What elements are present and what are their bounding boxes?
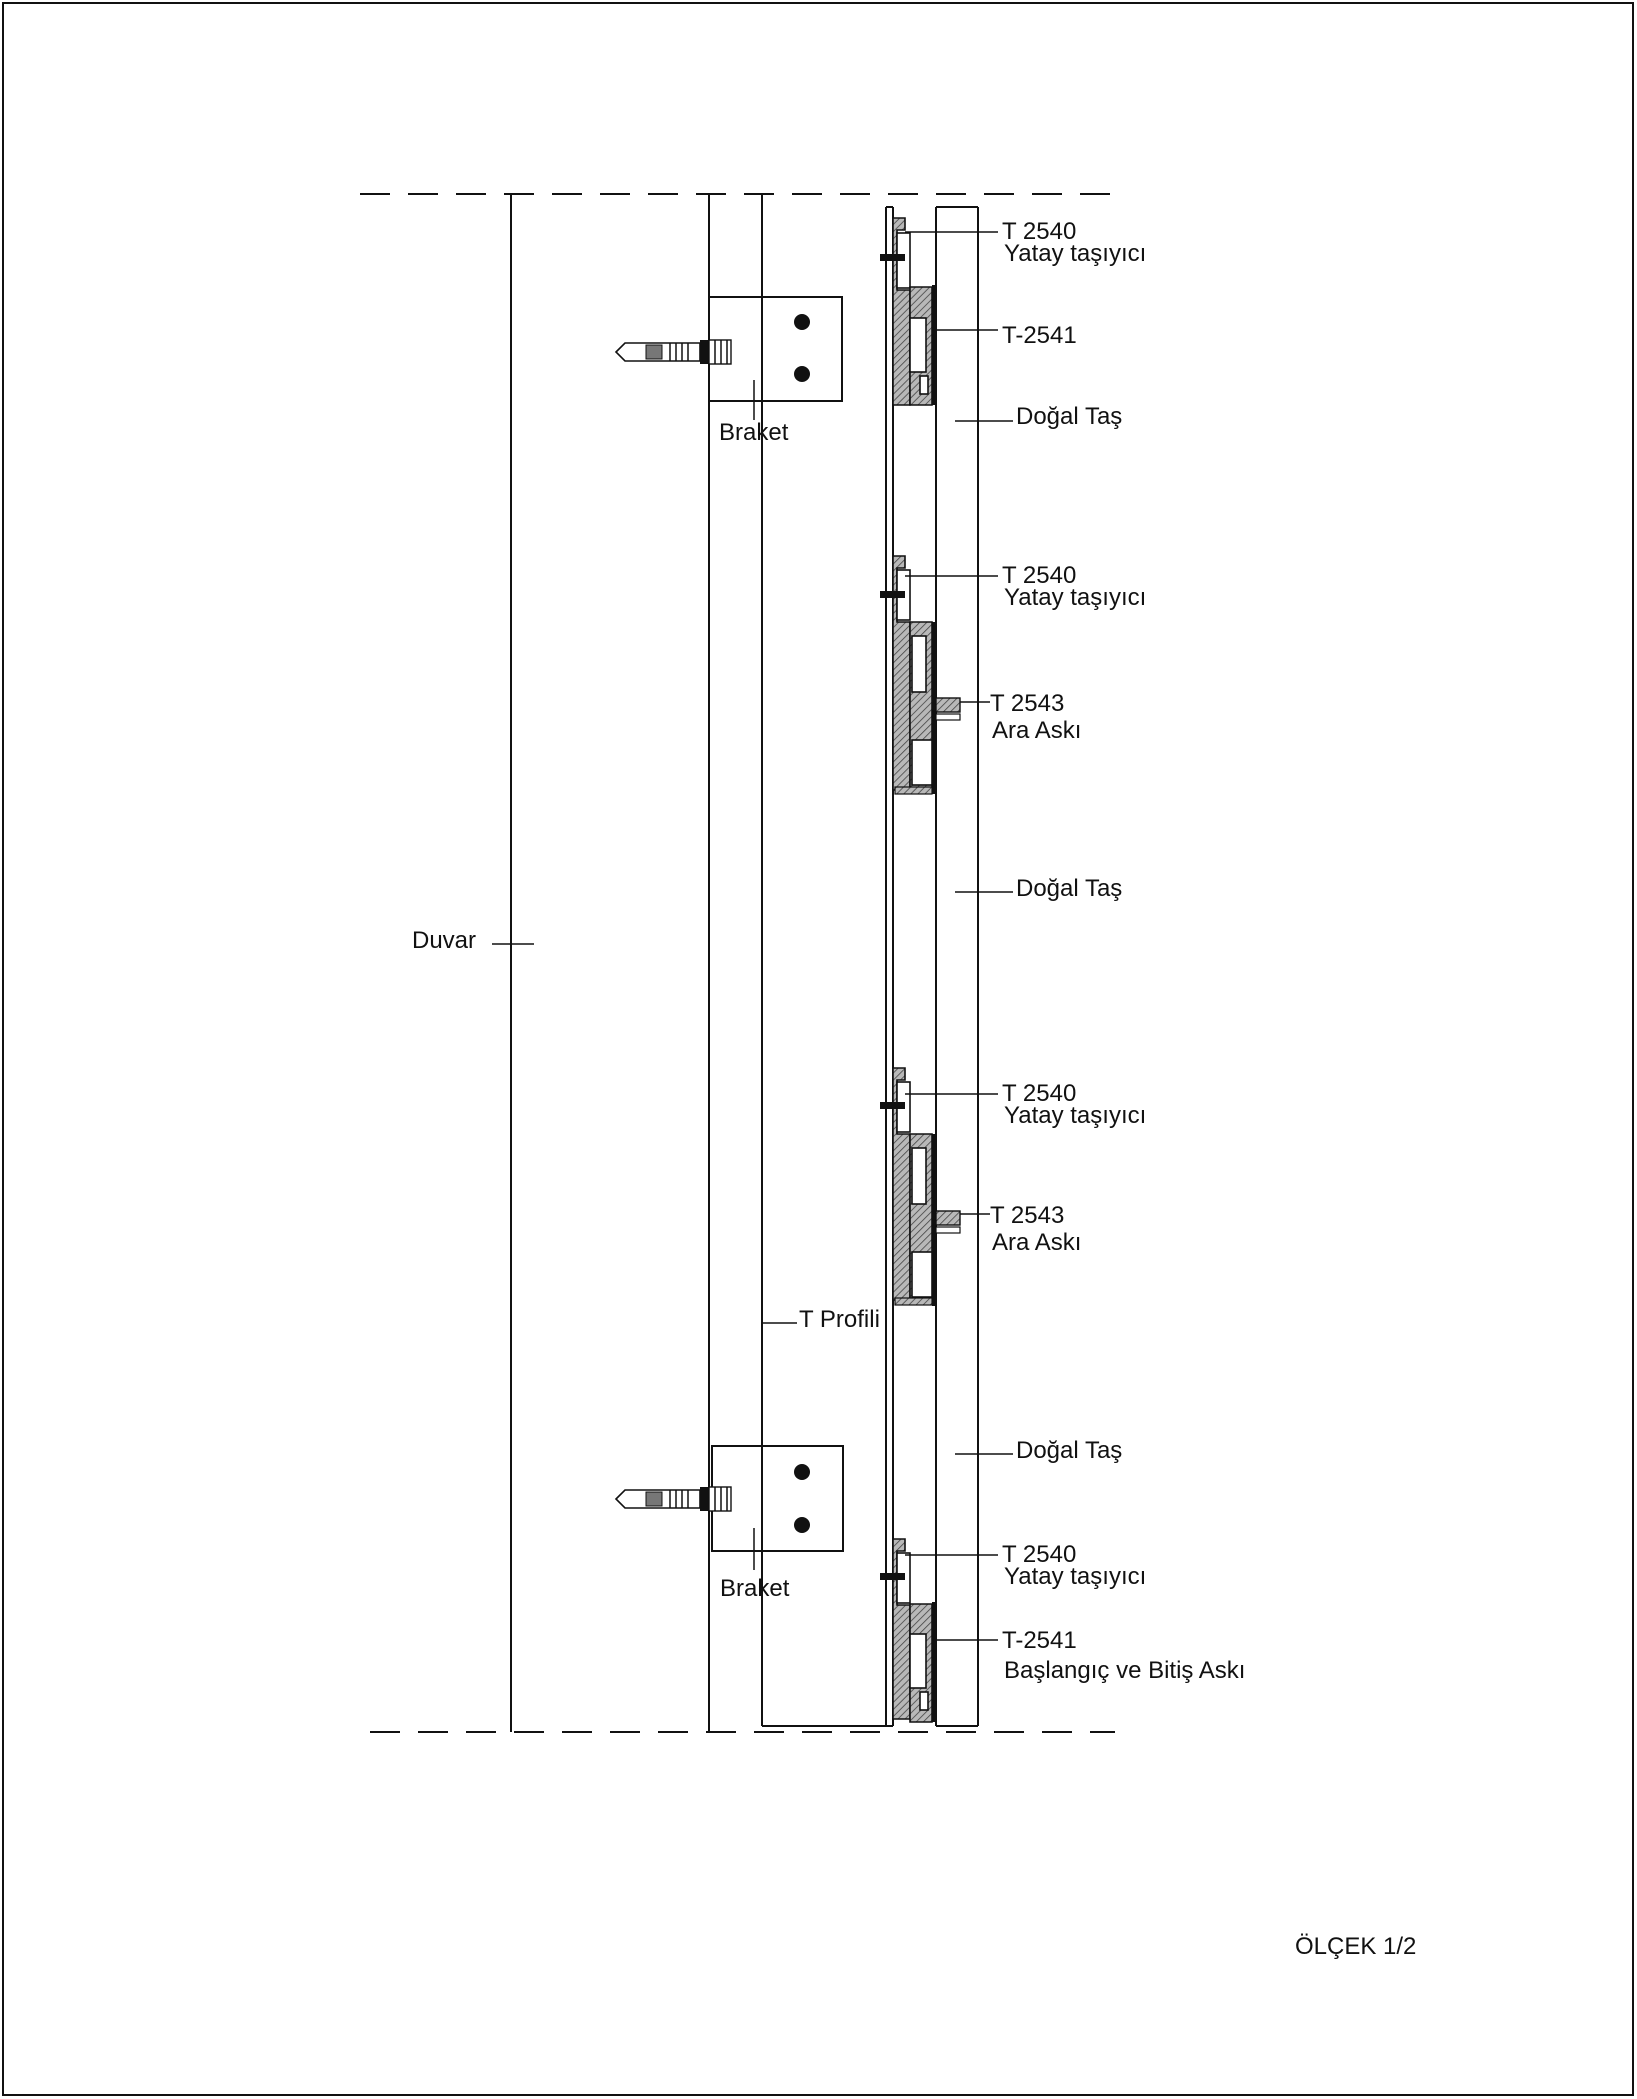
t-profile-label: T Profili: [799, 1306, 880, 1333]
stone-2-label: Doğal Taş: [1016, 875, 1122, 902]
carrier-3-code: T 2540: [1002, 1080, 1076, 1107]
bracket-bottom-label: Braket: [720, 1575, 790, 1602]
hanger-bottom-name: Başlangıç ve Bitiş Askı: [1004, 1657, 1245, 1684]
carrier-1-code: T 2540: [1002, 218, 1076, 245]
hanger-top-code: T-2541: [1002, 322, 1077, 349]
bracket-top-bolt-2: [794, 366, 810, 382]
carrier-2-name: Yatay taşıyıcı: [1004, 584, 1146, 611]
bracket-top-label: Braket: [719, 419, 789, 446]
hanger-top-profile: [909, 285, 937, 406]
carrier-3-name: Yatay taşıyıcı: [1004, 1102, 1146, 1129]
stone-1-label: Doğal Taş: [1016, 403, 1122, 430]
hanger-bottom-profile: [909, 1602, 937, 1723]
intermediate-1-code: T 2543: [990, 690, 1064, 717]
bracket-top-bolt-1: [794, 314, 810, 330]
scale-label: ÖLÇEK 1/2: [1295, 1933, 1416, 1960]
bracket-bottom-bolt-2: [794, 1517, 810, 1533]
intermediate-1-name: Ara Askı: [992, 717, 1081, 744]
hanger-bottom-code: T-2541: [1002, 1627, 1077, 1654]
carrier-1-name: Yatay taşıyıcı: [1004, 240, 1146, 267]
anchor-bolt-top: [614, 339, 732, 365]
anchor-bolt-bottom: [614, 1486, 732, 1512]
wall-label: Duvar: [412, 927, 476, 954]
intermediate-hanger-1: [894, 621, 961, 795]
intermediate-2-name: Ara Askı: [992, 1229, 1081, 1256]
carrier-profile-4: [880, 1538, 911, 1720]
intermediate-hanger-2: [894, 1133, 961, 1306]
carrier-4-code: T 2540: [1002, 1541, 1076, 1568]
carrier-2-code: T 2540: [1002, 562, 1076, 589]
bracket-bottom-bolt-1: [794, 1464, 810, 1480]
carrier-profile-2: [880, 555, 911, 791]
carrier-profile-1: [880, 217, 911, 406]
intermediate-2-code: T 2543: [990, 1202, 1064, 1229]
carrier-profile-3: [880, 1067, 911, 1301]
stone-3-label: Doğal Taş: [1016, 1437, 1122, 1464]
carrier-4-name: Yatay taşıyıcı: [1004, 1563, 1146, 1590]
